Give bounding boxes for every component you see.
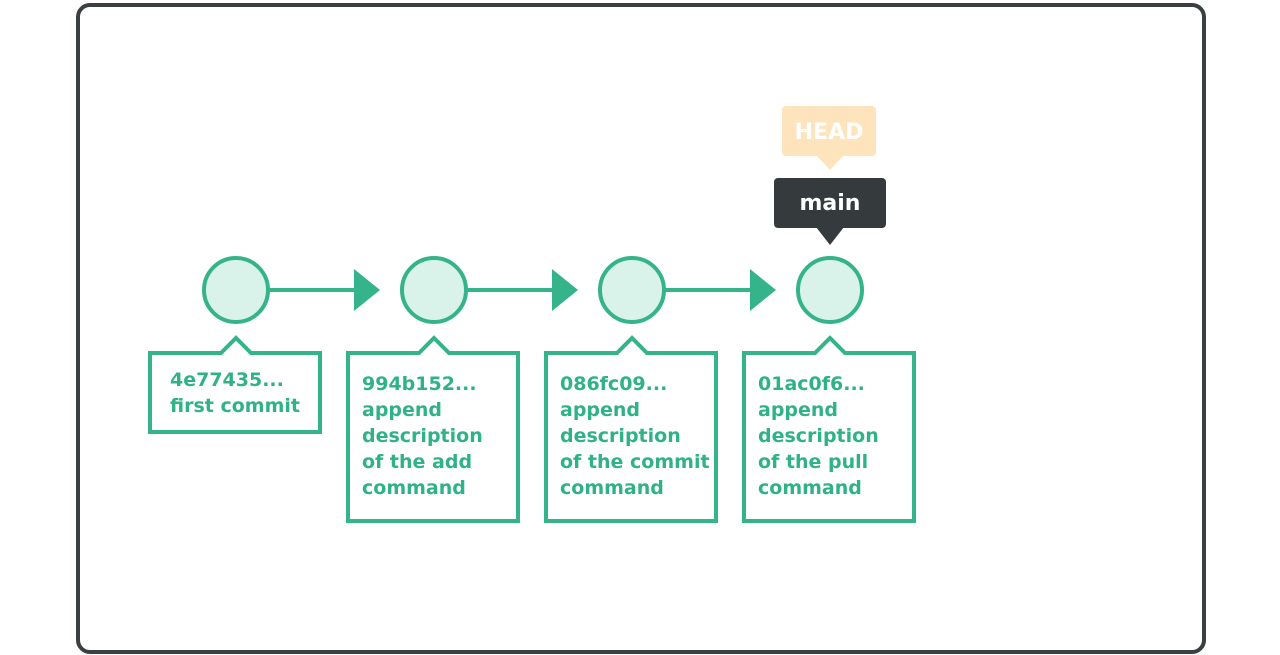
branch-pointer: main <box>774 178 886 245</box>
commit-message-line: description <box>362 425 483 447</box>
commit-message-line: description <box>758 425 879 447</box>
commit-hash-4: 01ac0f6... <box>758 373 865 395</box>
commit-callout-2 <box>346 335 520 523</box>
commit-hash-3: 086fc09... <box>560 373 667 395</box>
commit-message-line: append <box>758 399 838 421</box>
commit-message-line: append <box>362 399 442 421</box>
commit-hash-1: 4e77435... <box>170 369 284 391</box>
diagram-frame <box>76 3 1206 654</box>
arrow-3 <box>665 269 776 311</box>
head-pointer: HEAD <box>782 106 876 170</box>
commit-message-line: first commit <box>170 395 300 417</box>
commit-node-3 <box>598 256 666 324</box>
commit-message-line: command <box>560 477 664 499</box>
commit-message-line: of the commit <box>560 451 710 473</box>
arrow-2 <box>467 269 578 311</box>
branch-label: main <box>800 191 861 216</box>
commit-message-line: of the add <box>362 451 472 473</box>
commit-message-line: command <box>362 477 466 499</box>
commit-message-line: command <box>758 477 862 499</box>
commit-message-line: append <box>560 399 640 421</box>
commit-callout-4 <box>742 335 916 523</box>
commit-node-4 <box>796 256 864 324</box>
commit-callout-3 <box>544 335 718 523</box>
commit-hash-2: 994b152... <box>362 373 477 395</box>
commit-callout-1 <box>148 335 322 434</box>
commit-node-2 <box>400 256 468 324</box>
arrow-1 <box>269 269 380 311</box>
head-label: HEAD <box>795 120 864 145</box>
commit-message-line: of the pull <box>758 451 868 473</box>
commit-node-1 <box>202 256 270 324</box>
commit-message-line: description <box>560 425 681 447</box>
